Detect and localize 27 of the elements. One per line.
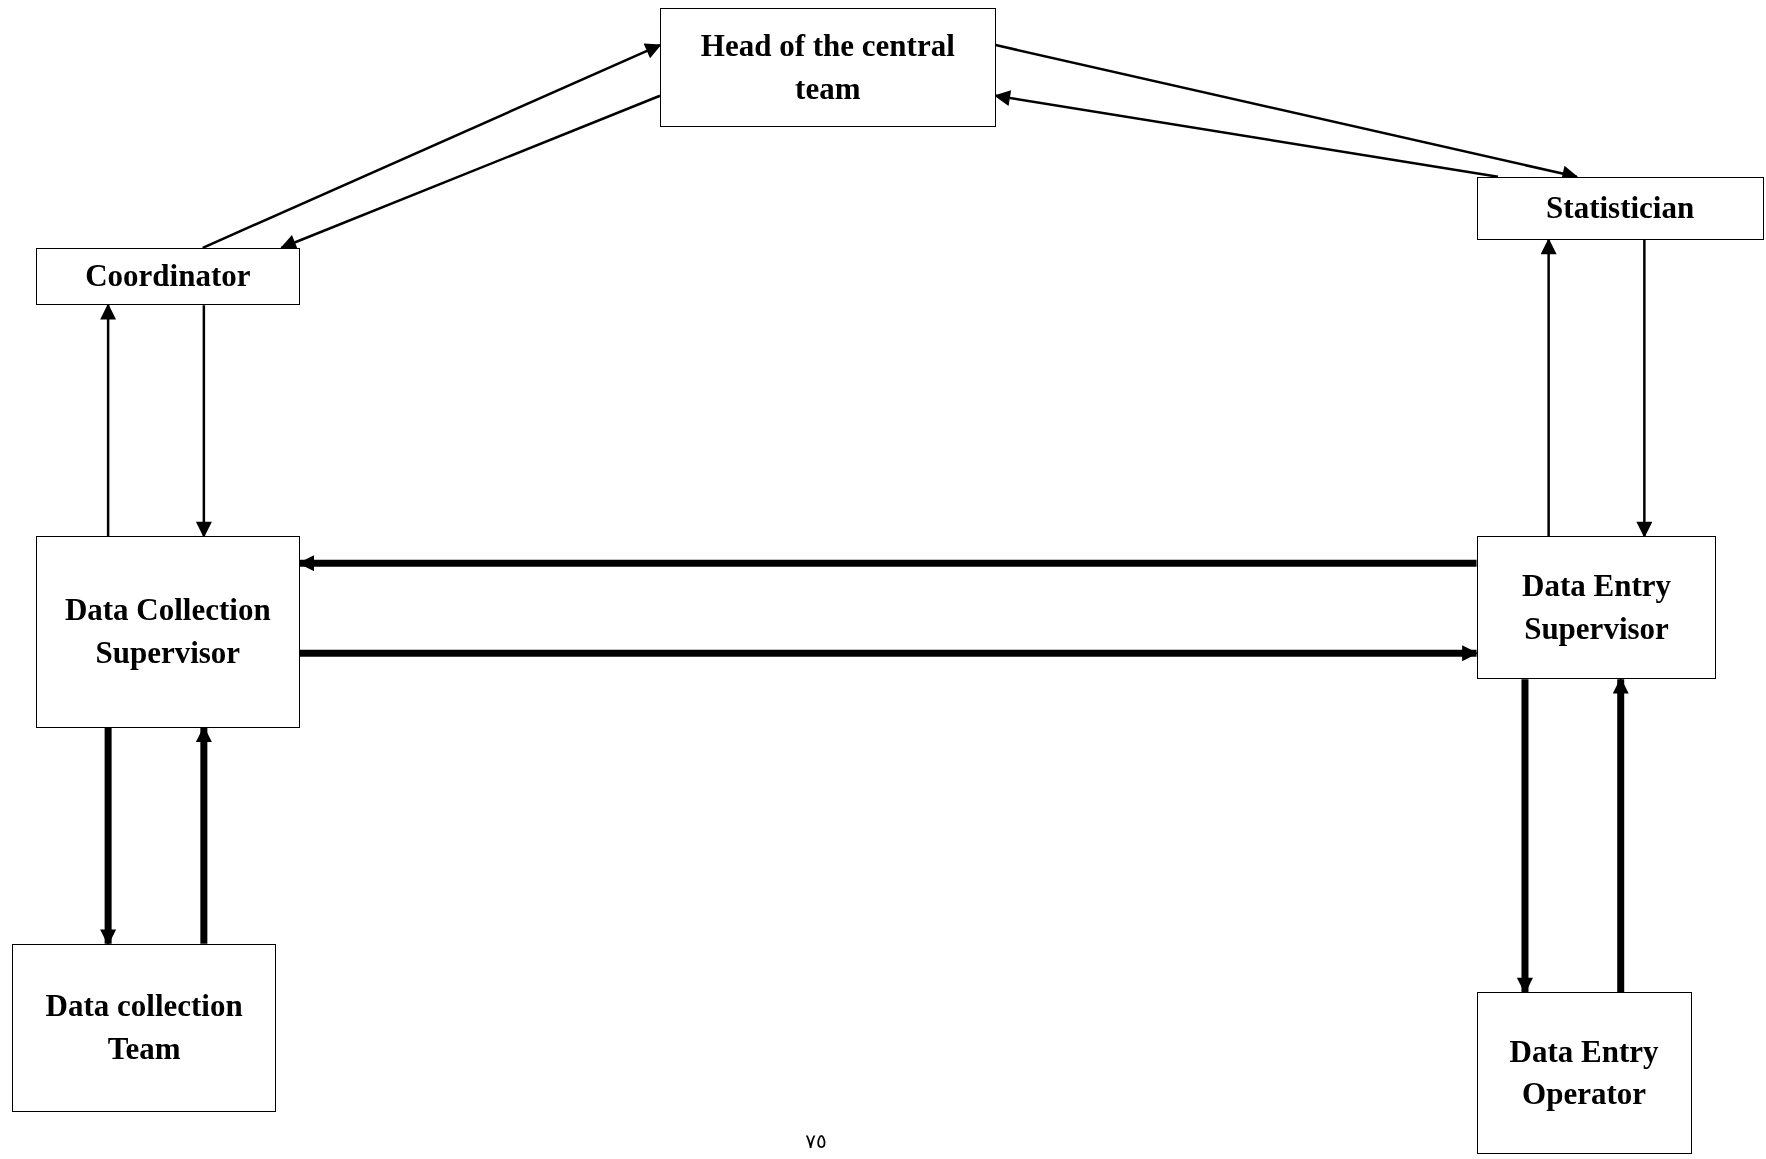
arrow [1636, 239, 1653, 538]
arrow [100, 303, 117, 537]
arrow [202, 43, 662, 249]
process-box [12, 943, 276, 1112]
arrow [1540, 238, 1557, 537]
arrow [299, 645, 1479, 662]
process-box [36, 247, 300, 306]
node-label: Data Entry Operator [1508, 1032, 1660, 1114]
node-label: Statistician [1546, 188, 1695, 227]
node-label: Data Collection Supervisor [63, 591, 272, 672]
process-box [1476, 992, 1692, 1155]
process-box [36, 536, 300, 728]
node-label: Coordinator [85, 257, 251, 296]
arrow [1517, 679, 1533, 994]
page-number: ٧٥ [805, 1128, 827, 1153]
node-label: Head of the central team [699, 26, 956, 108]
arrow [195, 305, 212, 538]
arrow [298, 555, 1477, 572]
process-box [660, 7, 996, 128]
node-label: Data collection Team [44, 986, 244, 1068]
arrow [100, 727, 117, 946]
process-box [1476, 176, 1764, 240]
arrow [1612, 677, 1629, 993]
arrow [994, 90, 1499, 179]
process-box [1476, 536, 1717, 680]
node-label: Data Entry Supervisor [1521, 566, 1672, 648]
arrow [280, 94, 661, 250]
